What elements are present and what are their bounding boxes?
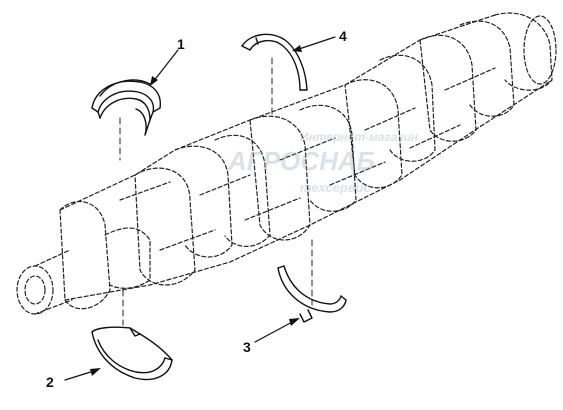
arrowheads [90, 45, 302, 376]
callout-3: 3 [243, 339, 251, 355]
upper-bearing-shell [91, 79, 162, 136]
lower-thrust-washer [277, 265, 347, 323]
callout-2: 2 [46, 374, 54, 390]
callout-1: 1 [177, 36, 185, 52]
lower-bearing-shell [91, 326, 173, 381]
crankshaft [16, 12, 557, 315]
upper-thrust-washer [241, 33, 308, 91]
leader-lines [64, 36, 336, 381]
callout-4: 4 [339, 28, 347, 44]
alignment-lines [119, 57, 313, 326]
